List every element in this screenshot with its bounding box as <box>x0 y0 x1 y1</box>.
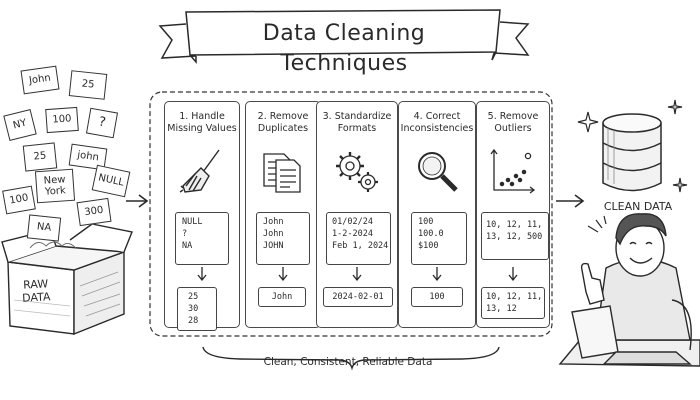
input-value: NA <box>182 241 193 251</box>
output-value: 10, 12, 11, <box>486 292 543 302</box>
raw-card-text: 25 <box>33 150 47 163</box>
output-values-box: 10, 12, 11, 13, 12 <box>481 287 545 319</box>
input-value: 1-2-2024 <box>332 229 373 239</box>
broom-icon <box>179 149 220 193</box>
input-value: $100 <box>418 241 439 251</box>
raw-card: 25 <box>68 70 108 100</box>
raw-data-box <box>1 223 133 336</box>
input-value: 10, 12, 11, <box>486 220 543 230</box>
raw-card-text: 300 <box>83 204 105 219</box>
step-title-line: 2. Remove <box>257 111 309 122</box>
step-title-line: Missing Values <box>167 123 237 134</box>
sparkle-icons <box>577 99 688 233</box>
raw-card-text: 100 <box>52 113 72 126</box>
person-illustration <box>558 213 700 367</box>
output-values-box: John <box>258 287 306 307</box>
output-value: 25 <box>188 292 199 302</box>
output-value: 30 <box>188 304 199 314</box>
magnifier-icon <box>418 152 458 192</box>
step-title-line: 3. Standardize <box>322 111 392 122</box>
input-value: ? <box>182 229 188 239</box>
input-values-box: 100 100.0 $100 <box>411 212 467 265</box>
database-icon <box>602 113 662 192</box>
input-values-box: John John JOHN <box>256 212 310 265</box>
step-column-inconsistencies: 4. Correct Inconsistencies 100 100.0 $10… <box>398 101 476 328</box>
raw-card-text: New <box>43 173 66 187</box>
output-value: John <box>271 292 293 302</box>
scatter-plot-icon <box>490 148 536 194</box>
gears-icon <box>336 152 378 192</box>
footer-brace <box>202 346 500 371</box>
step-title-line: Formats <box>337 123 377 134</box>
raw-card-text: 25 <box>81 78 95 91</box>
footer-caption: Clean, Consistent, Reliable Data <box>263 356 433 368</box>
step-title-line: 4. Correct <box>413 111 461 122</box>
step-title: 3. Standardize Formats <box>317 111 397 135</box>
output-value: 13, 12 <box>486 304 517 314</box>
input-values-box: 10, 12, 11, 13, 12, 500 <box>481 212 549 260</box>
step-column-outliers: 5. Remove Outliers 10, 12, 11, 13, 12, 5… <box>476 101 550 328</box>
raw-card-text: NULL <box>97 172 125 189</box>
raw-card: 25 <box>22 142 58 172</box>
step-column-missing-values: 1. Handle Missing Values NULL ? NA 25 30… <box>164 101 240 331</box>
step-title-line: 5. Remove <box>487 111 539 122</box>
step-column-duplicates: 2. Remove Duplicates John John JOHN John <box>245 101 321 328</box>
output-values-box: 25 30 28 <box>177 287 217 331</box>
raw-data-label-line: DATA <box>21 290 51 305</box>
page-title: Data Cleaning Techniques <box>262 21 426 76</box>
input-value: John <box>263 217 284 227</box>
output-value: 28 <box>188 316 199 326</box>
input-values-box: 01/02/24 1-2-2024 Feb 1, 2024 <box>326 212 391 265</box>
arrow-down-icon <box>508 267 518 281</box>
output-values-box: 2024-02-01 <box>323 287 393 307</box>
pipeline-frame <box>149 91 553 337</box>
raw-card-text: ? <box>97 114 107 131</box>
step-title-line: Inconsistencies <box>400 123 474 134</box>
step-title-line: Outliers <box>494 123 532 134</box>
input-value: JOHN <box>263 241 284 251</box>
input-value: NULL <box>182 217 203 227</box>
arrow-down-icon <box>432 267 442 281</box>
step-title-line: Duplicates <box>257 123 309 134</box>
arrow-down-icon <box>352 267 362 281</box>
raw-card-text: NY <box>12 117 28 132</box>
raw-card-text: john <box>76 149 100 164</box>
step-title: 1. Handle Missing Values <box>165 111 239 135</box>
raw-card-text: 100 <box>8 192 30 207</box>
documents-icon <box>263 153 301 193</box>
raw-card-text: NA <box>36 221 52 234</box>
raw-card: 100 <box>45 106 79 134</box>
input-value: 100.0 <box>418 229 444 239</box>
raw-card: John <box>20 65 60 95</box>
raw-card: ? <box>85 107 119 139</box>
raw-card-text: John <box>28 72 52 87</box>
arrow-raw-to-pipeline <box>126 194 149 208</box>
input-value: Feb 1, 2024 <box>332 241 389 251</box>
step-column-formats: 3. Standardize Formats 01/02/24 1-2-2024… <box>316 101 398 328</box>
input-value: 01/02/24 <box>332 217 373 227</box>
raw-card: NA <box>26 214 62 242</box>
clean-data-label: CLEAN DATA <box>603 200 673 213</box>
raw-card: 300 <box>76 197 112 227</box>
raw-card: 100 <box>2 185 36 215</box>
arrow-down-icon <box>278 267 288 281</box>
step-title: 2. Remove Duplicates <box>246 111 320 135</box>
input-value: John <box>263 229 284 239</box>
arrow-down-icon <box>197 267 207 281</box>
output-values-box: 100 <box>411 287 463 307</box>
output-value: 2024-02-01 <box>332 292 384 302</box>
output-value: 100 <box>429 292 445 302</box>
step-title-line: 1. Handle <box>179 111 225 122</box>
step-title: 5. Remove Outliers <box>477 111 549 135</box>
input-value: 13, 12, 500 <box>486 232 543 242</box>
title-banner <box>158 9 530 65</box>
raw-card-text: York <box>44 185 67 198</box>
input-value: 100 <box>418 217 434 227</box>
step-title: 4. Correct Inconsistencies <box>399 111 475 135</box>
arrow-pipeline-to-clean <box>556 194 585 208</box>
raw-data-label: RAW DATA <box>11 277 60 305</box>
input-values-box: NULL ? NA <box>175 212 229 265</box>
